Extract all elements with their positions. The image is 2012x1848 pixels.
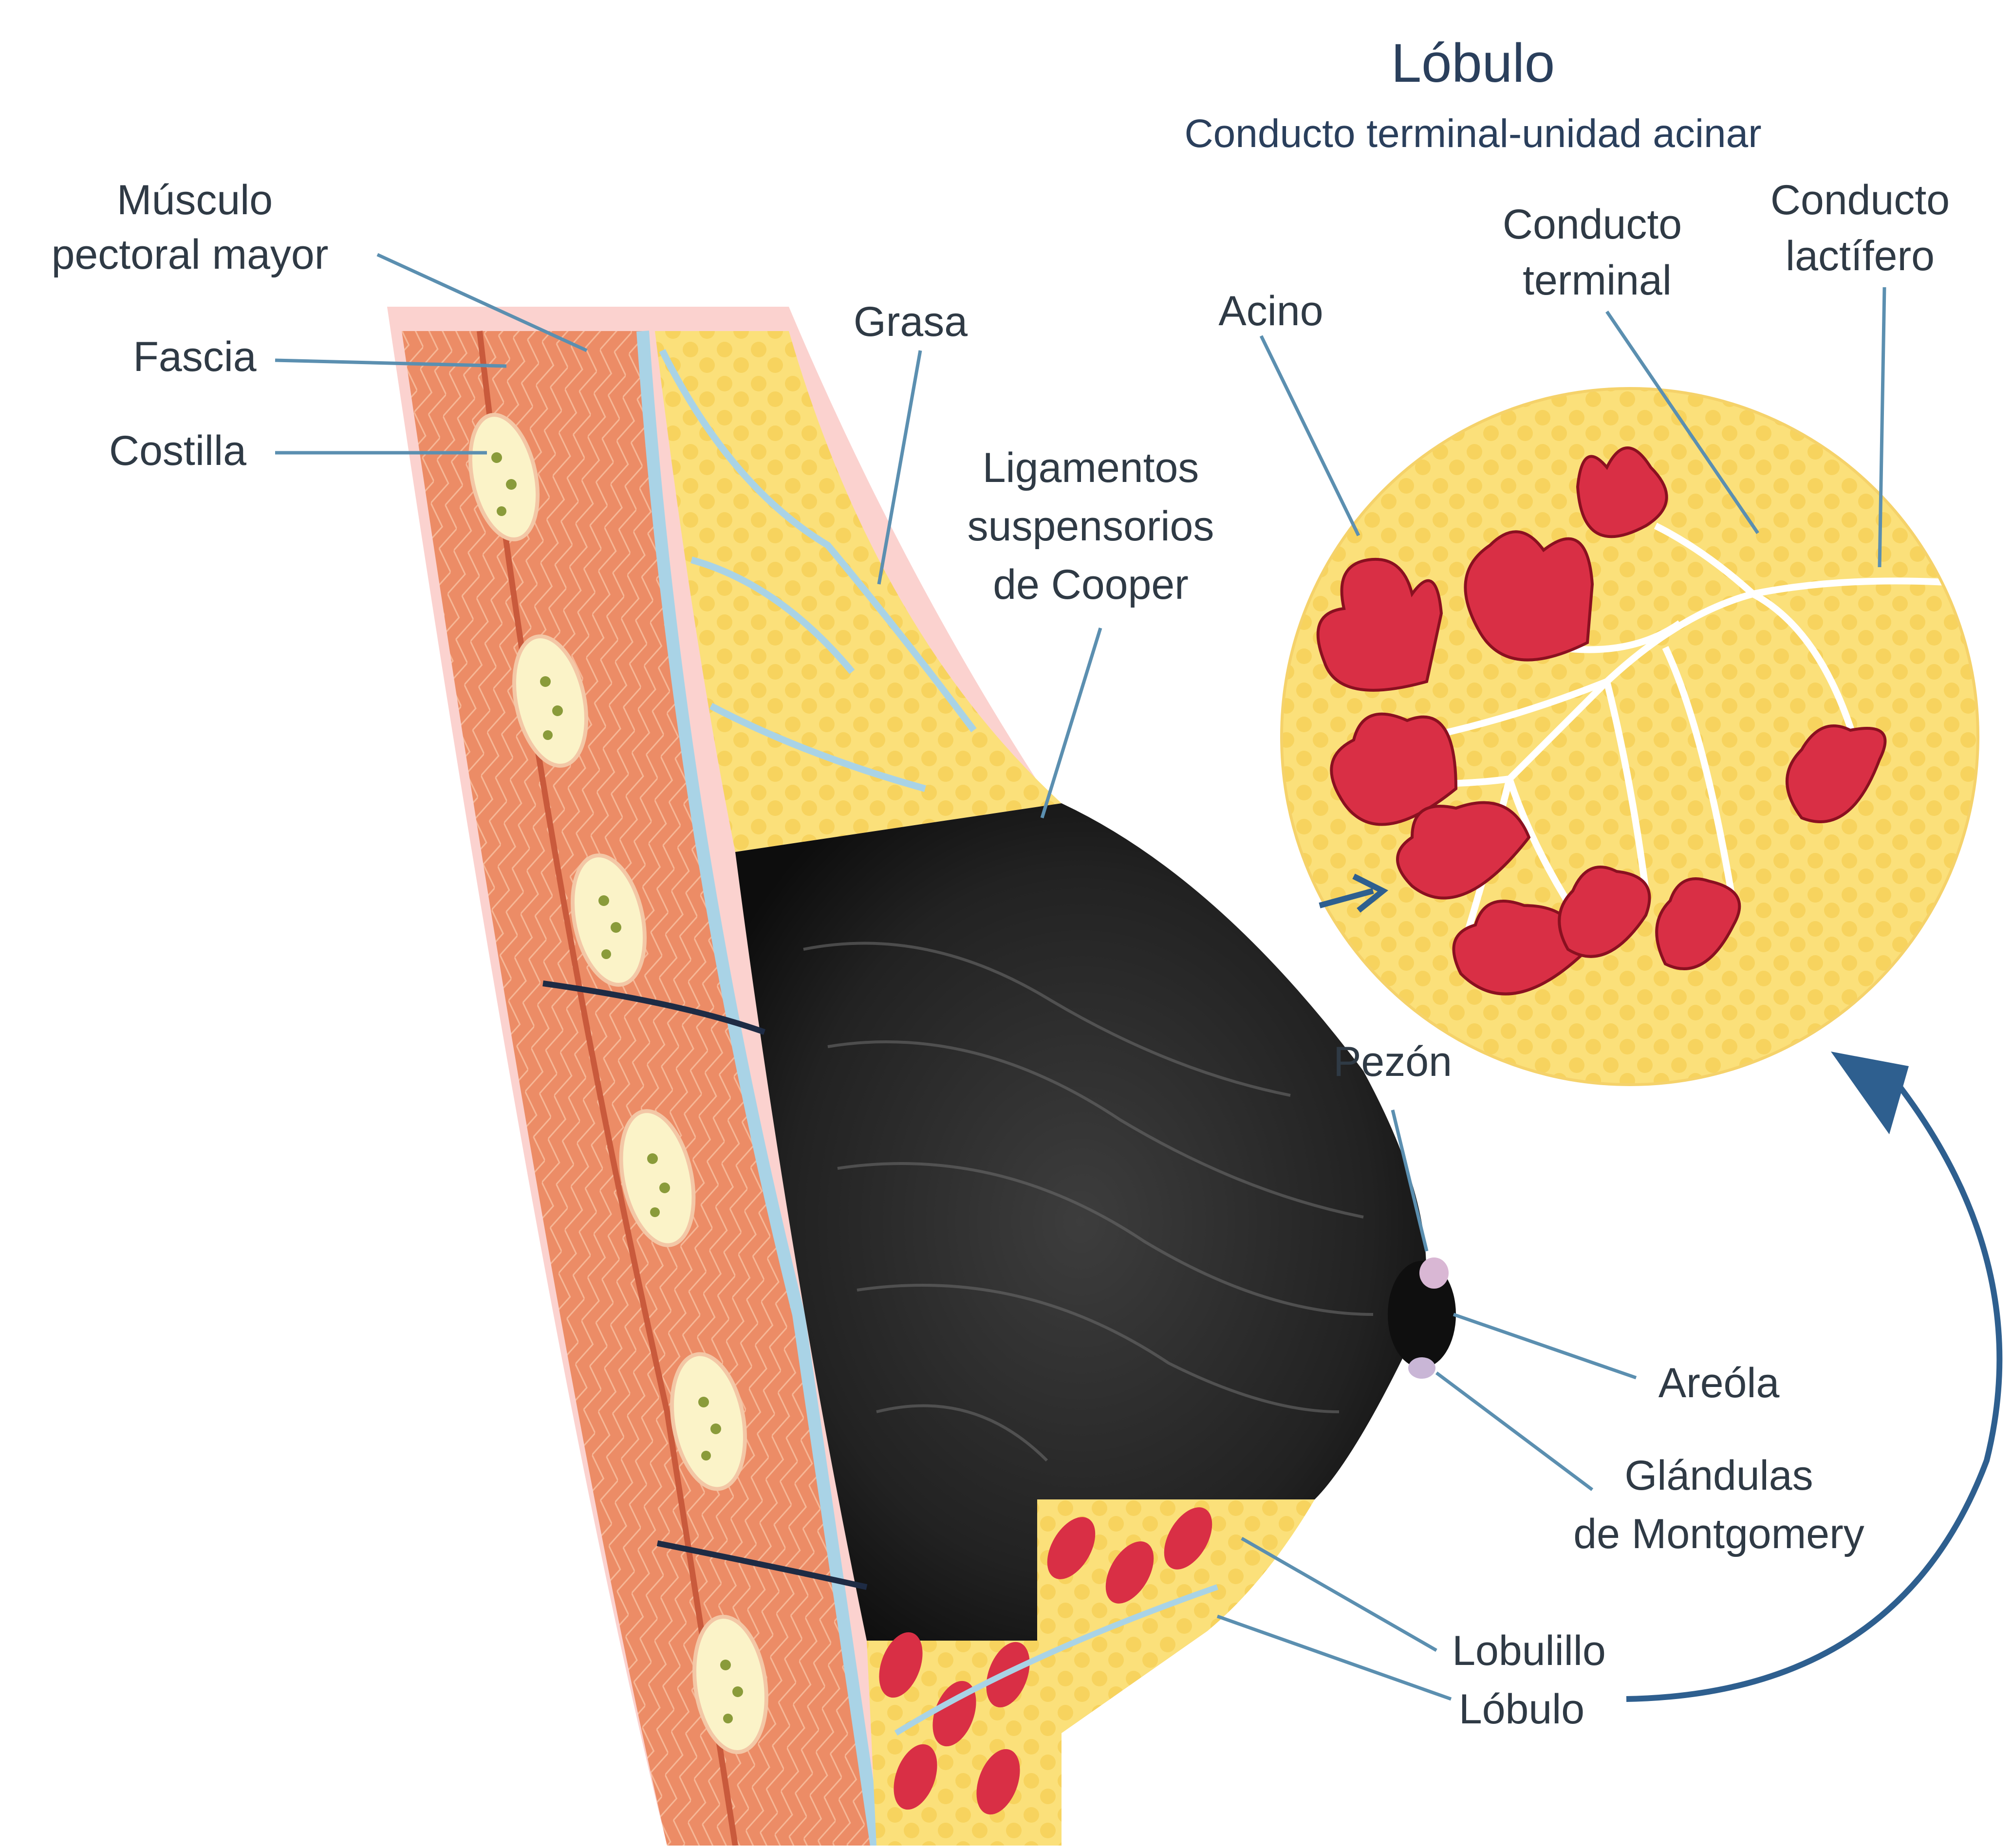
label-musculo-line1: Músculo [117,177,273,223]
nipple [1419,1257,1449,1289]
label-conducto-terminal-line1: Conducto [1503,201,1682,248]
label-ligamentos-line3: de Cooper [993,561,1189,608]
label-musculo-line2: pectoral mayor [52,231,329,278]
lobule-title: Lóbulo [1391,33,1555,93]
label-lobulo: Lóbulo [1459,1686,1584,1733]
montgomery-gland [1408,1357,1435,1379]
label-pezon: Pezón [1333,1038,1452,1085]
label-ligamentos-line1: Ligamentos [983,444,1199,491]
magnify-arrowhead [1831,1052,1909,1134]
label-grasa: Grasa [854,298,968,345]
label-acino: Acino [1218,288,1323,334]
lobule-subtitle: Conducto terminal-unidad acinar [1184,111,1761,156]
label-conducto-lactifero-line2: lactífero [1786,233,1935,279]
label-ligamentos-line2: suspensorios [968,503,1214,550]
label-glandulas-line1: Glándulas [1624,1452,1813,1499]
label-costilla: Costilla [109,427,246,474]
label-glandulas-line2: de Montgomery [1573,1511,1864,1557]
lobule-magnified-view [1282,388,1978,1085]
label-conducto-lactifero-line1: Conducto [1770,177,1950,223]
label-conducto-terminal-line2: terminal [1523,257,1672,304]
label-fascia: Fascia [133,333,256,380]
label-lobulillo: Lobulillo [1452,1627,1606,1674]
label-areola: Areóla [1658,1360,1780,1406]
